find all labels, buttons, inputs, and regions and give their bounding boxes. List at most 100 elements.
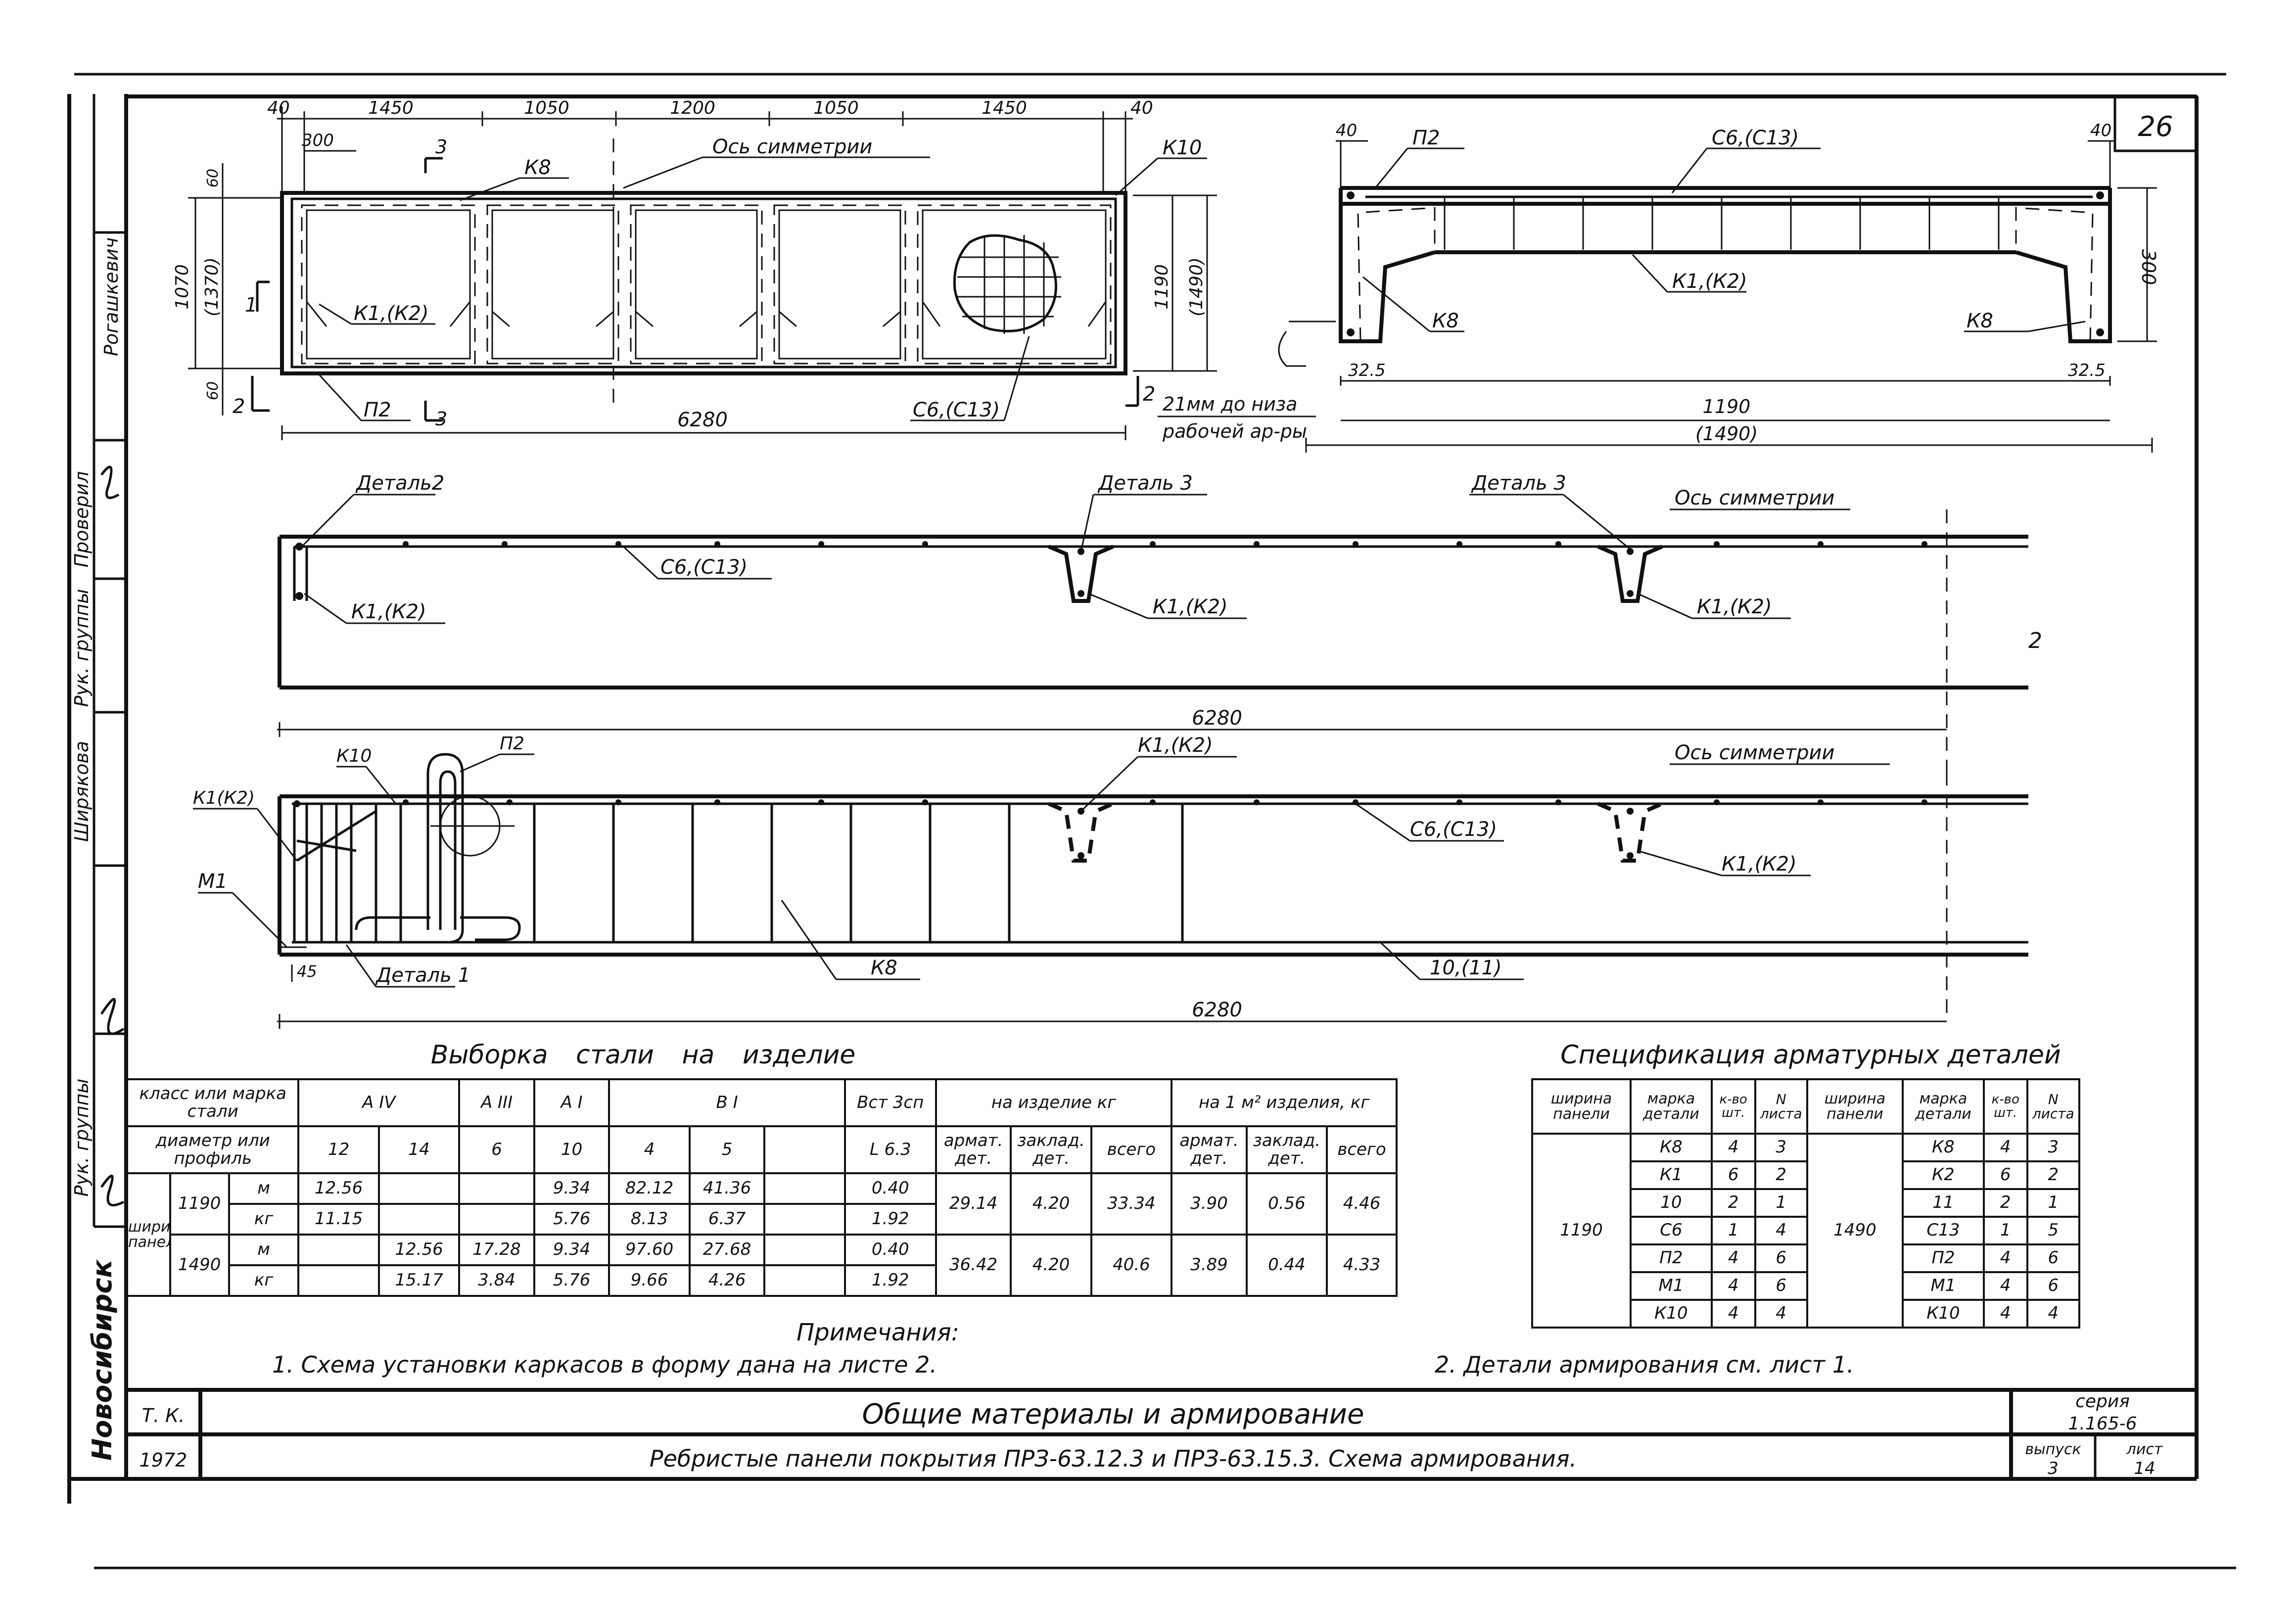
- table-cell: 4.46: [1326, 1172, 1398, 1236]
- signature-2: [100, 998, 125, 1035]
- table-cell: [763, 1264, 846, 1297]
- table-cell: С13: [1902, 1216, 1985, 1245]
- table-cell: 3.84: [458, 1264, 535, 1297]
- table-cell: 6: [1754, 1271, 1808, 1301]
- plan-dim-1490: (1490): [1186, 257, 1207, 317]
- table-cell: [763, 1234, 846, 1266]
- table-cell: 4: [2026, 1299, 2081, 1329]
- title-block: Т. К. 1972 Общие материалы и армирование…: [126, 1388, 2197, 1479]
- plan-dim-1070: 1070: [172, 264, 192, 310]
- long2-dim-6280: 6280: [1192, 999, 1242, 1021]
- table-cell: 1.92: [843, 1264, 937, 1297]
- table-cell: 0.56: [1245, 1172, 1328, 1236]
- table-cell: 6: [1982, 1160, 2028, 1190]
- long2-p2-label: П2: [500, 734, 524, 754]
- steel-header-class: класс или марка стали: [126, 1078, 300, 1127]
- long2-k10-label: К10: [336, 746, 372, 766]
- steel-header-per-m2: на 1 м² изделия, кг: [1171, 1078, 1398, 1127]
- table-cell: 41.36: [688, 1172, 766, 1205]
- table-cell: 3.89: [1171, 1234, 1248, 1297]
- table-cell: [458, 1172, 535, 1205]
- section-dim-325-left: 32.5: [1348, 361, 1386, 380]
- table-cell: 11.15: [297, 1203, 380, 1236]
- table-cell: 4: [1982, 1243, 2028, 1273]
- steel-header-ai: А I: [533, 1078, 610, 1127]
- table-cell: 0.40: [843, 1234, 937, 1266]
- spec-h-mark-1: марка детали: [1629, 1078, 1713, 1135]
- table-cell: [458, 1203, 535, 1236]
- table-cell: 11: [1902, 1188, 1985, 1218]
- long2-m1-label: М1: [198, 870, 228, 893]
- steel-row-width-1190: 1190: [169, 1172, 230, 1236]
- table-cell: 1: [2026, 1188, 2081, 1218]
- table-cell: 15.17: [377, 1264, 461, 1297]
- sheet-number: 26: [2138, 111, 2173, 143]
- left-stamp: Рогашкевич Проверил Рук. группы Ширякова…: [71, 94, 126, 1461]
- long2-k1k2-top-label: К1,(К2): [1138, 734, 1213, 757]
- table-cell: 1: [1754, 1188, 1808, 1218]
- title-block-subtitle: Ребристые панели покрытия ПРЗ-63.12.3 и …: [650, 1445, 1577, 1472]
- long2-k8-label: К8: [871, 957, 897, 979]
- long1-k1k2-mid-label: К1,(К2): [1153, 596, 1228, 618]
- table-cell: 1: [1710, 1216, 1756, 1245]
- section-k8-right-label: К8: [1967, 310, 1993, 332]
- panel-cross-section: П2 С6,(С13) К1,(К2) К8 К8 40 40 32.5 32.…: [1158, 121, 2159, 453]
- signature-3: [100, 1175, 125, 1207]
- spec-width-1490: 1490: [1806, 1133, 1904, 1329]
- table-cell: 0.40: [843, 1172, 937, 1205]
- longitudinal-reinforcement-view: Ось симметрии К10 П2 К1(К2) М1 К1,(К2) С…: [193, 734, 2028, 1029]
- spec-h-mark-2: марка детали: [1902, 1078, 1985, 1135]
- steel-d6: 6: [458, 1125, 535, 1174]
- steel-h-m2-zaklad: заклад. дет.: [1245, 1125, 1328, 1174]
- long2-k1k2-left-label: К1(К2): [193, 788, 255, 808]
- table-cell: 3.90: [1171, 1172, 1248, 1236]
- steel-d5: 5: [688, 1125, 766, 1174]
- table-cell: 1: [1982, 1216, 2028, 1245]
- rebar-dots-row-2: [293, 799, 1927, 807]
- steel-d10: 10: [533, 1125, 610, 1174]
- steel-row-unit: кг: [228, 1264, 300, 1297]
- plan-p2-label: П2: [364, 399, 391, 421]
- steel-d14: 14: [377, 1125, 461, 1174]
- section-p2-label: П2: [1412, 127, 1440, 149]
- long1-detail3a-label: Деталь 3: [1097, 472, 1193, 495]
- spec-table-title: Спецификация арматурных деталей: [1560, 1040, 2061, 1070]
- table-cell: 4.20: [1010, 1172, 1092, 1236]
- table-cell: 29.14: [935, 1172, 1012, 1236]
- table-cell: 3: [2026, 1133, 2081, 1162]
- steel-header-aiv: А IV: [297, 1078, 461, 1127]
- steel-d12: 12: [297, 1125, 380, 1174]
- section-dim-1190: 1190: [1703, 396, 1751, 417]
- table-cell: 4: [1754, 1216, 1808, 1245]
- table-cell: 12.56: [297, 1172, 380, 1205]
- section-dim-40-left: 40: [1336, 121, 1357, 140]
- section-dim-1490: (1490): [1695, 423, 1758, 445]
- spec-h-qty-2: к-во шт.: [1982, 1078, 2028, 1135]
- rebar-spec-table: ширина панели марка детали к-во шт. N ли…: [1531, 1078, 2081, 1329]
- table-cell: 4: [1754, 1299, 1808, 1329]
- steel-h-m2-total: всего: [1326, 1125, 1398, 1174]
- plan-dim-1190: 1190: [1152, 264, 1172, 310]
- table-cell: 36.42: [935, 1234, 1012, 1297]
- signature-1: [100, 465, 120, 500]
- note-2: 2. Детали армирования см. лист 1.: [1435, 1351, 1854, 1378]
- steel-selection-table: класс или марка стали А IV А III А I В I…: [126, 1078, 1398, 1297]
- long1-detail2-label: Деталь2: [355, 472, 444, 495]
- steel-h-zaklad: заклад. дет.: [1010, 1125, 1092, 1174]
- longitudinal-section-2: Ось симметрии Деталь2 Деталь 3 Деталь 3 …: [277, 472, 2042, 772]
- title-block-issue: 3: [2048, 1459, 2059, 1478]
- plan-k10-label: К10: [1163, 137, 1202, 159]
- table-cell: 5: [2026, 1216, 2081, 1245]
- table-cell: 9.66: [608, 1264, 691, 1297]
- steel-row-unit: кг: [228, 1203, 300, 1236]
- long1-c6-label: С6,(С13): [660, 556, 748, 579]
- title-block-series: 1.165-6: [2068, 1414, 2137, 1434]
- dim-top-1050-right: 1050: [813, 98, 859, 118]
- stamp-text-4: Ширякова: [71, 741, 93, 842]
- steel-row-unit: м: [228, 1234, 300, 1266]
- table-cell: 4: [1710, 1133, 1756, 1162]
- table-cell: 10: [1629, 1188, 1713, 1218]
- steel-header-diam: диаметр или профиль: [126, 1125, 300, 1174]
- table-cell: К2: [1902, 1160, 1985, 1190]
